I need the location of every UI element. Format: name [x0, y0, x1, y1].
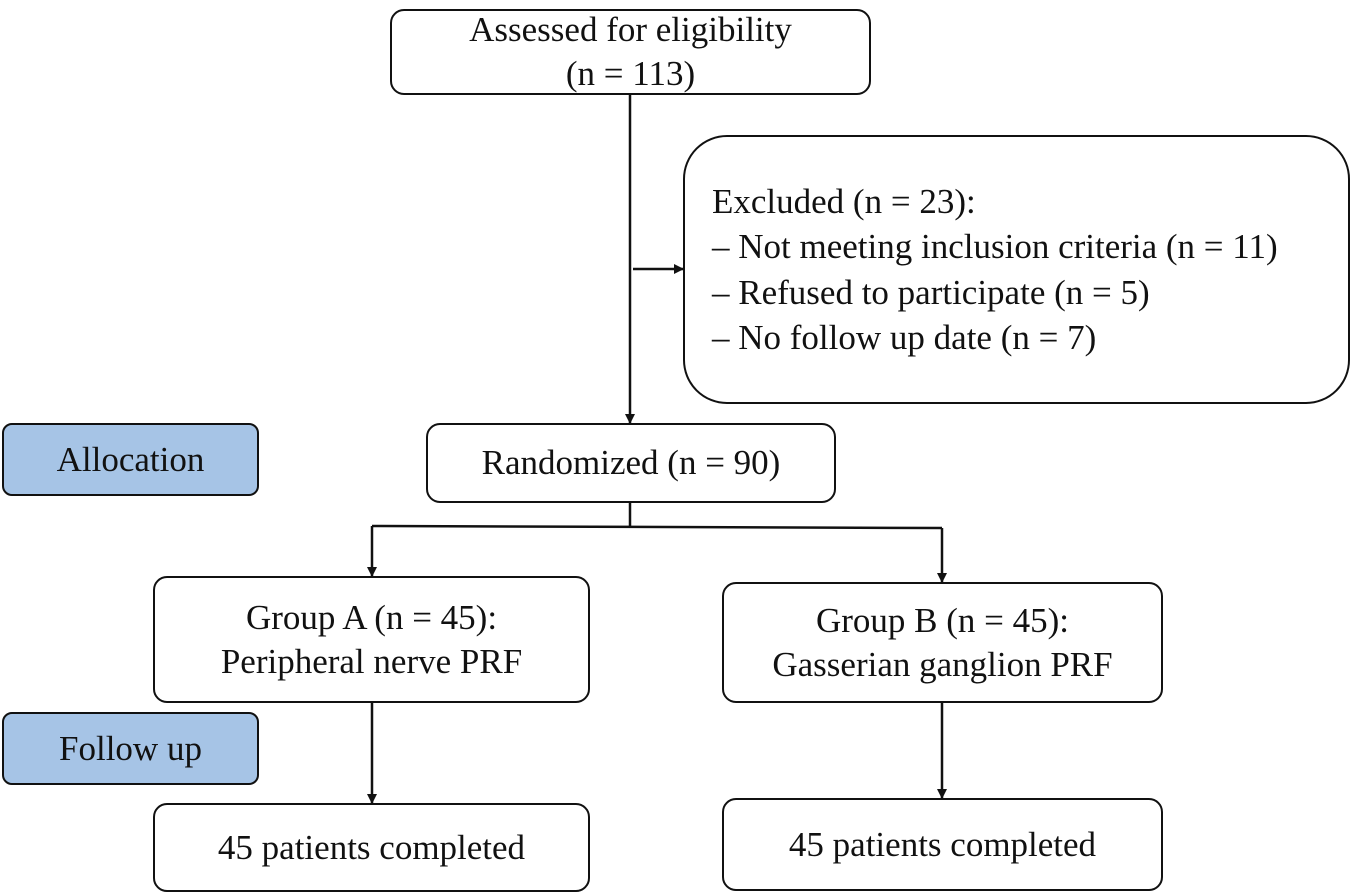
- excluded-box: Excluded (n = 23): – Not meeting inclusi…: [683, 135, 1350, 404]
- excluded-heading: Excluded (n = 23):: [712, 181, 976, 221]
- group-b-treatment: Gasserian ganglion PRF: [772, 644, 1113, 684]
- allocation-stage-label: Allocation: [2, 423, 259, 496]
- group-a-treatment: Peripheral nerve PRF: [220, 641, 523, 681]
- group-a-completed-box: 45 patients completed: [153, 803, 590, 892]
- randomized-label: Randomized (n = 90): [481, 443, 781, 483]
- follow-up-stage-label: Follow up: [2, 712, 259, 785]
- group-b-box: Group B (n = 45): Gasserian ganglion PRF: [722, 582, 1163, 703]
- group-a-title: Group A (n = 45):: [245, 597, 498, 637]
- follow-up-label: Follow up: [59, 728, 202, 768]
- randomized-box: Randomized (n = 90): [426, 423, 836, 503]
- group-b-completed-label: 45 patients completed: [788, 824, 1097, 864]
- excluded-reason: – No follow up date (n = 7): [712, 318, 1097, 357]
- excluded-reason: – Refused to participate (n = 5): [712, 272, 1150, 312]
- assessed-count: (n = 113): [565, 54, 696, 93]
- assessed-box: Assessed for eligibility (n = 113): [390, 9, 871, 95]
- allocation-label: Allocation: [56, 439, 205, 479]
- excluded-reason: – Not meeting inclusion criteria (n = 11…: [712, 227, 1278, 266]
- line-split-horizontal: [371, 524, 943, 530]
- group-a-completed-label: 45 patients completed: [217, 827, 526, 867]
- group-b-title: Group B (n = 45):: [815, 600, 1070, 640]
- group-a-box: Group A (n = 45): Peripheral nerve PRF: [153, 576, 590, 703]
- assessed-label: Assessed for eligibility: [469, 10, 792, 50]
- group-b-completed-box: 45 patients completed: [722, 798, 1163, 891]
